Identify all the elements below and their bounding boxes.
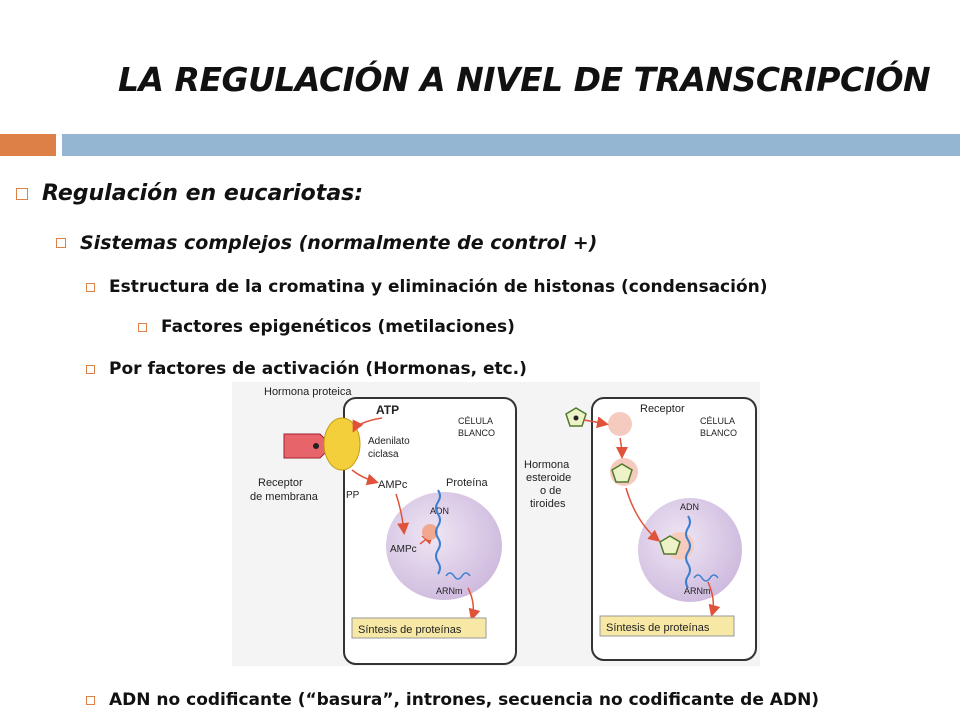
arrow-to-synthesis	[467, 587, 481, 621]
right-panel: Receptor CÉLULA BLANCO Hormona esteroide…	[524, 397, 757, 661]
slide-title: LA REGULACIÓN A NIVEL DE TRANSCRIPCIÓN	[118, 60, 931, 99]
bullet-square-icon	[138, 322, 147, 332]
rna-strand-icon	[693, 574, 719, 582]
label-receptor-2: de membrana	[250, 491, 319, 503]
label-cyclase-1: Adenilato	[368, 436, 410, 447]
label-hormone-2: esteroide	[526, 472, 571, 484]
label-cell-2: BLANCO	[700, 428, 737, 438]
label-hormone: Hormona proteica	[264, 386, 352, 398]
arrow-to-synthesis	[707, 581, 721, 617]
arrow-atp	[352, 417, 383, 433]
label-cyclase-2: ciclasa	[368, 449, 399, 460]
hormone-dot-icon	[313, 443, 319, 449]
dna-strand-icon	[435, 489, 441, 575]
label-cell-2: BLANCO	[458, 428, 495, 438]
accent-bar-orange	[0, 134, 56, 156]
arrow-amp	[351, 469, 379, 486]
bullet-level2: Sistemas complejos (normalmente de contr…	[56, 232, 597, 254]
label-rna: ARNm	[436, 586, 463, 596]
arrow-to-nucleus	[625, 487, 661, 542]
label-cell-1: CÉLULA	[458, 416, 493, 426]
bullet-square-icon	[86, 282, 95, 292]
bullet-level4: Factores epigenéticos (metilaciones)	[138, 317, 515, 337]
arrow-to-complex	[615, 437, 628, 459]
bullet-square-icon	[16, 187, 28, 200]
bullet-text: Por factores de activación (Hormonas, et…	[109, 359, 527, 379]
bullet-text: Sistemas complejos (normalmente de contr…	[80, 232, 598, 254]
synthesis-box	[351, 617, 487, 639]
diagram-svg: Hormona proteica ATP Adenilato ciclasa C…	[232, 382, 760, 666]
hormone-signaling-diagram: Hormona proteica ATP Adenilato ciclasa C…	[232, 382, 760, 666]
nucleus	[386, 492, 502, 600]
label-hormone-1: Hormona	[524, 459, 570, 471]
adenylate-cyclase-icon	[323, 417, 361, 471]
label-synthesis: Síntesis de proteínas	[606, 622, 710, 634]
bullet-square-icon	[86, 695, 95, 705]
label-amp: AMPc	[378, 479, 408, 491]
bullet-level1: Regulación en eucariotas:	[16, 181, 363, 206]
left-panel: Hormona proteica ATP Adenilato ciclasa C…	[250, 386, 517, 665]
bullet-text: Factores epigenéticos (metilaciones)	[161, 317, 515, 337]
hormone-dot-icon	[573, 415, 579, 421]
label-hormone-3: o de	[540, 485, 561, 497]
synthesis-box	[599, 615, 735, 637]
label-amp-nucleus: AMPc	[390, 544, 417, 555]
label-receptor: Receptor	[640, 403, 685, 415]
label-pp: PP	[346, 490, 360, 501]
arrow-to-receptor	[583, 416, 609, 429]
bullet-level3: ADN no codificante (“basura”, intrones, …	[86, 690, 819, 710]
label-dna: ADN	[430, 506, 449, 516]
dna-strand-icon	[685, 515, 691, 589]
label-synthesis: Síntesis de proteínas	[358, 624, 462, 636]
steroid-hormone-icon	[611, 463, 633, 483]
label-rna: ARNm	[684, 586, 711, 596]
bullet-square-icon	[56, 238, 66, 248]
bullet-text: ADN no codificante (“basura”, intrones, …	[109, 690, 820, 710]
bullet-level3: Por factores de activación (Hormonas, et…	[86, 359, 527, 379]
label-protein: Proteína	[446, 477, 488, 489]
steroid-hormone-icon	[659, 535, 681, 555]
bullet-square-icon	[86, 364, 95, 374]
protein-complex-icon	[422, 524, 438, 540]
label-hormone-4: tiroides	[530, 498, 566, 510]
label-receptor-1: Receptor	[258, 477, 303, 489]
bullet-text: Estructura de la cromatina y eliminación…	[109, 277, 768, 297]
receptor-icon	[608, 412, 632, 436]
label-dna: ADN	[680, 502, 699, 512]
arrow-to-nucleus	[395, 493, 410, 535]
bullet-text: Regulación en eucariotas:	[42, 181, 364, 206]
rna-strand-icon	[445, 572, 471, 580]
label-atp: ATP	[376, 403, 399, 417]
accent-bar-blue	[62, 134, 960, 156]
label-cell-1: CÉLULA	[700, 416, 735, 426]
bullet-level3: Estructura de la cromatina y eliminación…	[86, 277, 768, 297]
